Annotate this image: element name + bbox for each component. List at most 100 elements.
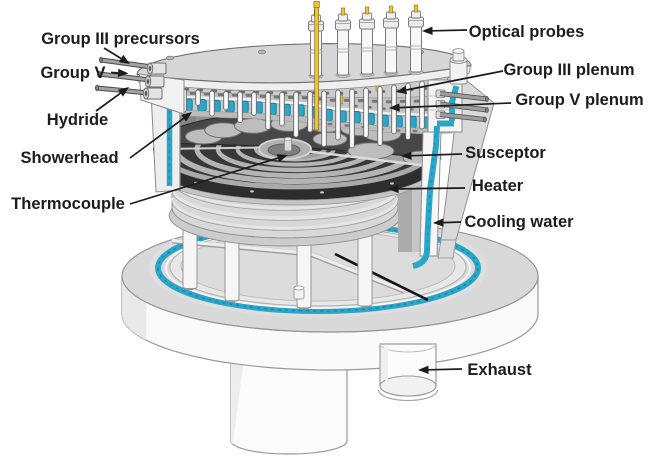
- plenum-feed-tube: [439, 112, 487, 123]
- heater-rim-hole: [390, 182, 394, 185]
- lid-screw: [165, 55, 174, 61]
- showerhead-pin: [321, 90, 327, 148]
- wafer: [312, 131, 348, 147]
- lid-water-port: [449, 48, 468, 85]
- heater-rim-hole: [250, 190, 254, 193]
- inlet-fitting: [146, 62, 167, 75]
- inlet-tubes: [95, 56, 489, 123]
- plenum-hole: [343, 98, 351, 102]
- base-foot-shade: [231, 352, 245, 445]
- optical-probe: [359, 6, 375, 77]
- inlet-fitting: [142, 87, 163, 100]
- susceptor-cut-edge-right: [296, 148, 429, 168]
- showerhead-pin: [195, 89, 201, 106]
- label-arrow: [110, 68, 129, 78]
- optical-probe: [408, 4, 424, 75]
- showerhead-pin: [223, 91, 229, 111]
- plenum-hole: [273, 95, 281, 99]
- inlet-tube: [97, 70, 151, 83]
- inlet-fitting: [144, 75, 165, 88]
- label-cooling-water: Cooling water: [464, 213, 574, 231]
- housing-groove-line: [171, 190, 399, 221]
- thermocouple-tip: [284, 136, 292, 152]
- label-group-iii-precursors: Group III precursors: [41, 30, 200, 48]
- showerhead-pin: [237, 91, 243, 124]
- wall-water-bend: [412, 249, 430, 269]
- plenum-hole: [412, 129, 418, 133]
- labels-layer: Group III precursors Group V Hydride Sho…: [11, 23, 644, 379]
- plenum-hole: [329, 98, 337, 102]
- showerhead-pin: [349, 88, 355, 149]
- optical-probe: [383, 5, 399, 76]
- label-exhaust: Exhaust: [467, 361, 532, 379]
- lid-screw: [257, 49, 266, 55]
- label-showerhead: Showerhead: [20, 149, 118, 167]
- showerhead-pin: [335, 89, 341, 141]
- wall-water-texture: [426, 127, 438, 251]
- label-group-v-plenum: Group V plenum: [515, 91, 643, 109]
- plenum-hole: [357, 99, 365, 103]
- showerhead-pin: [307, 91, 313, 133]
- plenum-hole: [371, 99, 379, 103]
- showerhead-pin: [251, 91, 257, 116]
- housing-groove: [170, 197, 400, 230]
- optical-probe: [335, 7, 351, 78]
- label-thermocouple: Thermocouple: [11, 195, 125, 213]
- label-optical-probes: Optical probes: [469, 23, 585, 41]
- heater-rim-hole: [320, 191, 324, 194]
- showerhead-pin: [405, 82, 411, 140]
- label-arrow: [129, 112, 192, 159]
- housing-groove-line: [171, 200, 399, 231]
- plenum-hole: [245, 93, 253, 97]
- cable-line: [334, 252, 429, 302]
- thermocouple-well: [267, 143, 301, 157]
- plenum-feed-tube: [439, 91, 489, 102]
- plenum-hole: [327, 122, 333, 126]
- plenum-hole: [189, 91, 197, 95]
- label-arrow: [422, 26, 468, 35]
- showerhead-pin: [279, 91, 285, 127]
- plenum-hole: [259, 94, 267, 98]
- showerhead-stack: [179, 73, 453, 149]
- inlet-tube: [99, 56, 153, 70]
- label-arrow: [396, 70, 504, 95]
- label-arrow: [418, 365, 463, 374]
- support-strut-right-hl: [309, 251, 405, 292]
- label-arrow: [389, 102, 512, 112]
- label-arrow: [103, 47, 130, 64]
- label-arrow: [95, 87, 129, 112]
- base-flange-side-shade: [122, 276, 147, 341]
- label-group-iii-plenum: Group III plenum: [503, 61, 634, 79]
- label-heater: Heater: [472, 177, 524, 195]
- label-arrow: [401, 151, 463, 160]
- showerhead-pin: [293, 91, 299, 138]
- label-arrow: [388, 184, 466, 194]
- label-group-v: Group V: [40, 64, 105, 82]
- plenum-hole: [217, 93, 225, 97]
- showerhead-pin: [363, 87, 369, 138]
- showerhead-pin: [209, 90, 215, 117]
- right-wall-lower-outer: [437, 239, 457, 259]
- showerhead-pin: [377, 86, 383, 147]
- showerhead-pin: [265, 91, 271, 130]
- label-arrow: [129, 154, 288, 205]
- label-arrow: [433, 218, 462, 227]
- exhaust-opening: [379, 375, 437, 397]
- plenum-hole: [399, 99, 407, 103]
- thermocouple-rod: [313, 1, 320, 131]
- plenum-hole: [203, 92, 211, 96]
- plenum-hole: [287, 95, 295, 99]
- plenum-hole: [385, 100, 393, 104]
- plenum-hole: [231, 93, 239, 97]
- plenum-hole: [344, 124, 350, 127]
- exhaust-lip: [377, 389, 439, 402]
- showerhead-pin: [419, 80, 425, 130]
- label-hydride: Hydride: [47, 111, 108, 129]
- exhaust-top-seam: [379, 343, 437, 353]
- label-susceptor: Susceptor: [465, 144, 546, 162]
- housing-groove: [170, 187, 400, 220]
- base-foot: [230, 351, 348, 455]
- plate-stub: [293, 285, 305, 300]
